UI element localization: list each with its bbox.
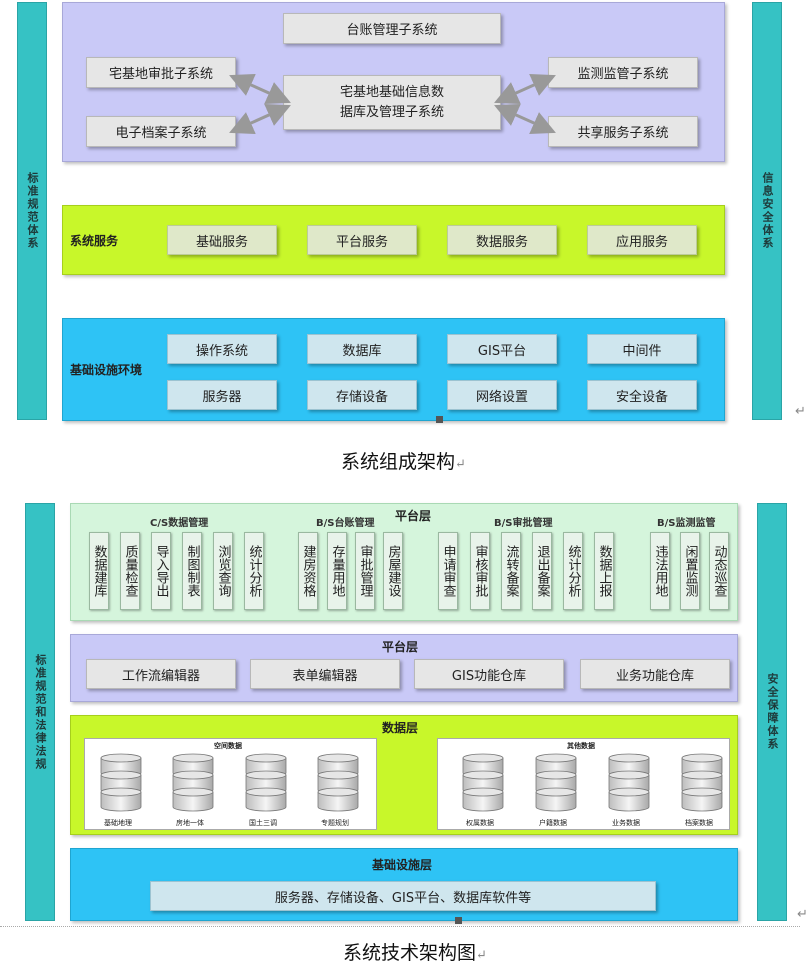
func-column: 动态巡查 — [709, 532, 729, 610]
func-column: 存量用地 — [327, 532, 347, 610]
platform-layer-title: 平台层 — [382, 640, 419, 654]
func-column: 流转备案 — [501, 532, 521, 610]
service-platform: 平台服务 — [307, 225, 417, 255]
database-icon — [100, 753, 142, 812]
return-mark: ↵ — [797, 907, 808, 922]
approval-subsystem: 宅基地审批子系统 — [86, 57, 236, 88]
database-icon — [462, 753, 504, 812]
func-column: 制图制表 — [182, 532, 202, 610]
db-label: 专题规划 — [321, 819, 349, 827]
infra-layer-title: 基础设施层 — [372, 858, 433, 872]
database-icon — [608, 753, 650, 812]
infra-layer-content: 服务器、存储设备、GIS平台、数据库软件等 — [150, 881, 656, 911]
security-guarantee-bar: 安全保障体系 — [757, 503, 787, 921]
gis-function-repo: GIS功能仓库 — [414, 659, 564, 689]
monitor-subsystem: 监测监管子系统 — [548, 57, 698, 88]
return-mark: ↵ — [795, 404, 806, 419]
arrow-core-monitor — [494, 73, 556, 105]
infra-network: 网络设置 — [447, 380, 557, 410]
service-data: 数据服务 — [447, 225, 557, 255]
service-basic: 基础服务 — [167, 225, 277, 255]
form-editor: 表单编辑器 — [250, 659, 400, 689]
arrow-core-share — [494, 103, 556, 135]
infra-gis: GIS平台 — [447, 334, 557, 364]
group-bs-approval: B/S审批管理 — [494, 518, 553, 529]
db-label: 房地一体 — [176, 819, 204, 827]
func-column: 统计分析 — [244, 532, 264, 610]
func-column: 导入导出 — [151, 532, 171, 610]
archive-subsystem: 电子档案子系统 — [86, 116, 236, 147]
arrow-approval-core — [229, 73, 291, 105]
db-label: 国土三调 — [249, 819, 277, 827]
func-column: 建房资格 — [298, 532, 318, 610]
application-layer-title: 平台层 — [395, 509, 432, 523]
db-label: 权属数据 — [466, 819, 494, 827]
func-column: 申请审查 — [438, 532, 458, 610]
database-icon — [245, 753, 287, 812]
caption-1: 系统组成架构↵ — [341, 451, 466, 473]
infra-storage: 存储设备 — [307, 380, 417, 410]
func-column: 房屋建设 — [383, 532, 403, 610]
infra-os: 操作系统 — [167, 334, 277, 364]
infra-security-device: 安全设备 — [587, 380, 697, 410]
group-cs-data: C/S数据管理 — [150, 518, 209, 529]
service-application: 应用服务 — [587, 225, 697, 255]
security-bar: 信息安全体系 — [752, 2, 782, 420]
infra-middleware: 中间件 — [587, 334, 697, 364]
arrow-archive-core — [229, 103, 291, 135]
page-divider — [0, 926, 800, 927]
func-column: 闲置监测 — [680, 532, 700, 610]
infra-database: 数据库 — [307, 334, 417, 364]
func-column: 审批管理 — [355, 532, 375, 610]
db-label: 基础地理 — [104, 819, 132, 827]
func-column: 统计分析 — [563, 532, 583, 610]
subsystem-arrows — [229, 73, 556, 135]
caption-2: 系统技术架构图↵ — [343, 942, 487, 964]
func-column: 数据建库 — [89, 532, 109, 610]
ledger-subsystem: 台账管理子系统 — [283, 13, 501, 44]
standards-law-bar: 标准规范和法律法规 — [25, 503, 55, 921]
workflow-editor: 工作流编辑器 — [86, 659, 236, 689]
data-layer-title: 数据层 — [382, 721, 419, 735]
func-column: 违法用地 — [650, 532, 670, 610]
db-label: 业务数据 — [612, 819, 640, 827]
services-label: 系统服务 — [70, 234, 119, 248]
application-layer — [70, 503, 738, 621]
spatial-data-title: 空间数据 — [214, 742, 242, 750]
business-function-repo: 业务功能仓库 — [580, 659, 730, 689]
group-bs-monitor: B/S监测监管 — [657, 518, 716, 529]
other-data-title: 其他数据 — [567, 742, 595, 750]
func-column: 质量检查 — [120, 532, 140, 610]
func-column: 数据上报 — [594, 532, 614, 610]
infra-server: 服务器 — [167, 380, 277, 410]
func-column: 浏览查询 — [213, 532, 233, 610]
func-column: 审核审批 — [470, 532, 490, 610]
standards-bar: 标准规范体系 — [17, 2, 47, 420]
func-column: 退出备案 — [532, 532, 552, 610]
database-icon — [681, 753, 723, 812]
database-icon — [317, 753, 359, 812]
db-label: 户籍数据 — [539, 819, 567, 827]
db-label: 档案数据 — [685, 819, 713, 827]
group-bs-ledger: B/S台账管理 — [316, 518, 375, 529]
share-subsystem: 共享服务子系统 — [548, 116, 698, 147]
database-icon — [172, 753, 214, 812]
resize-handle — [436, 416, 443, 423]
resize-handle — [455, 917, 462, 924]
database-icon — [535, 753, 577, 812]
infra-label: 基础设施环境 — [70, 363, 143, 377]
